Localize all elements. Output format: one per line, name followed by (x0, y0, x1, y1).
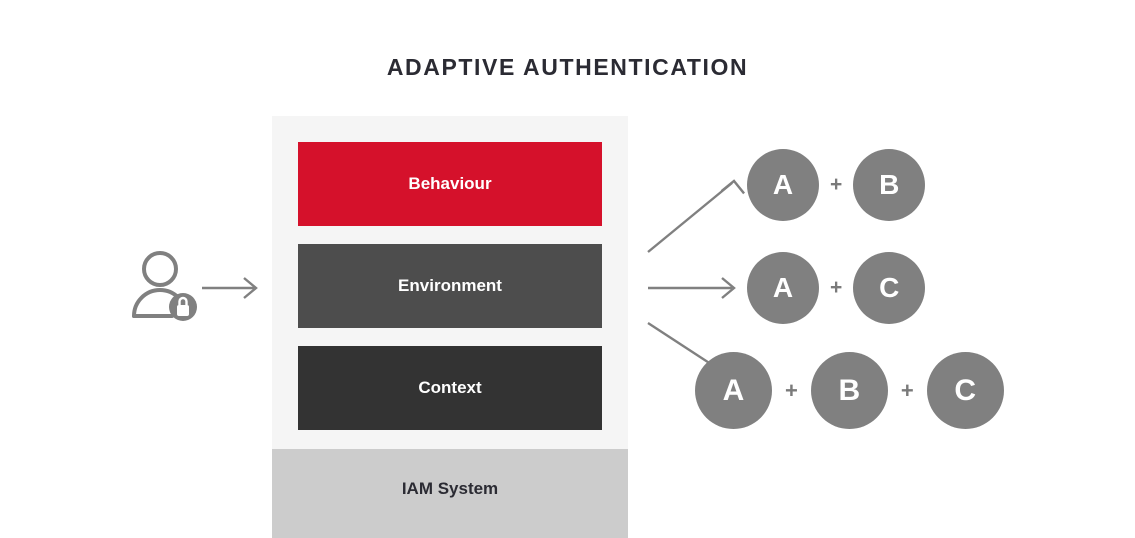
factor-token-label: A (772, 272, 794, 303)
stack-layer-environment[interactable]: Environment (298, 244, 602, 328)
stack-layer-environment-label: Environment (398, 276, 502, 295)
stack-layer-behaviour[interactable]: Behaviour (298, 142, 602, 226)
factor-token-label: A (772, 169, 794, 200)
iam-system-label: IAM System (401, 479, 499, 498)
factor-token[interactable]: A (695, 352, 772, 429)
adaptive-factor-stack: Behaviour Environment Context (272, 116, 628, 449)
factor-token-label: C (954, 373, 977, 407)
outcome-row: A + B (747, 149, 926, 221)
stack-layer-context[interactable]: Context (298, 346, 602, 430)
factor-token[interactable]: A (747, 252, 819, 324)
stack-layer-context-label: Context (418, 378, 482, 397)
factor-token-label: A (722, 373, 745, 407)
factor-token-label: B (879, 169, 900, 200)
factor-token-label: C (879, 272, 900, 303)
factor-token[interactable]: B (853, 149, 926, 221)
factor-token[interactable]: C (926, 352, 1004, 429)
iam-system-band[interactable]: IAM System (272, 449, 628, 538)
flow-arrows-group (640, 165, 760, 375)
plus-operator: + (830, 276, 843, 299)
plus-operator: + (785, 377, 798, 403)
factor-token[interactable]: B (810, 352, 888, 429)
page-title: ADAPTIVE AUTHENTICATION (386, 54, 749, 80)
outcome-row: A + B + C (695, 352, 1004, 429)
factor-token-label: B (838, 373, 861, 407)
user-with-lock-icon (128, 250, 204, 326)
arrow-up-right-icon (647, 179, 746, 253)
arrow-user-to-stack-icon (200, 268, 264, 308)
plus-operator: + (830, 173, 843, 196)
factor-token[interactable]: C (853, 252, 926, 324)
arrow-right-icon (648, 277, 736, 299)
factor-token[interactable]: A (747, 149, 819, 221)
plus-operator: + (900, 377, 914, 403)
outcome-row: A + C (747, 252, 926, 324)
stack-layer-behaviour-label: Behaviour (408, 174, 492, 193)
